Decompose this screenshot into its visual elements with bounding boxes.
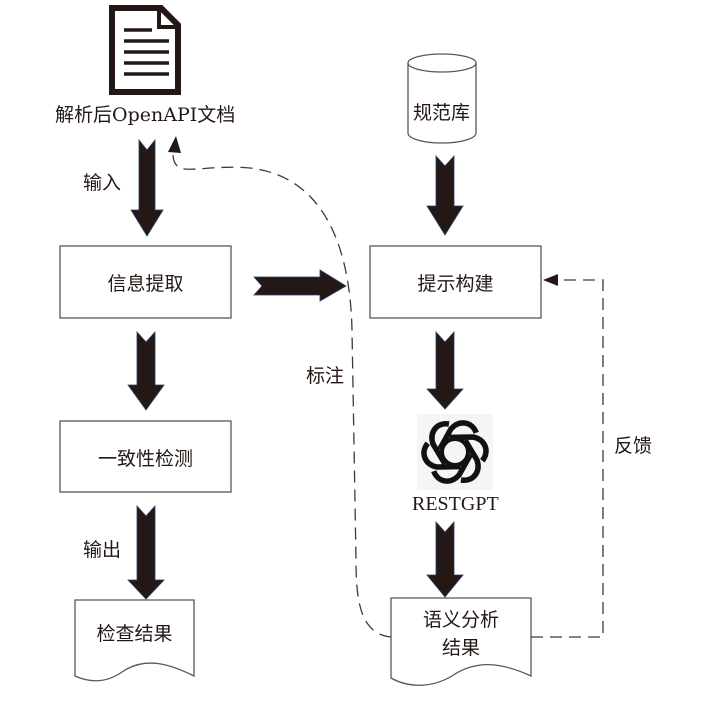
prompt-build-box: [369, 245, 542, 319]
output-edge-label: 输出: [83, 539, 122, 561]
info-extract-label: 信息提取: [107, 273, 184, 295]
semantic-result-label-line2: 结果: [441, 637, 480, 659]
feedback-dashed-line: [531, 279, 604, 638]
annotate-arrowhead: [168, 136, 181, 153]
arrow-extract-to-prompt: [253, 269, 347, 302]
annotate-dashed-line: [172, 145, 392, 638]
arrow-check-to-result: [127, 504, 165, 600]
info-extract-box: [59, 245, 232, 319]
arrow-llm-to-result: [426, 520, 464, 598]
source-doc-label: 解析后OpenAPI文档: [55, 104, 236, 126]
arrow-prompt-to-llm: [426, 330, 464, 410]
arrow-extract-to-check: [127, 330, 165, 411]
semantic-result-label-line1: 语义分析: [422, 609, 499, 631]
semantic-result-doc-shape: [390, 597, 532, 686]
check-result-doc-shape: [74, 599, 195, 682]
consistency-check-label: 一致性检测: [97, 448, 193, 470]
annotate-edge-label: 标注: [306, 365, 345, 387]
document-icon: [109, 5, 181, 95]
prompt-build-label: 提示构建: [417, 273, 494, 295]
feedback-arrowhead: [543, 274, 558, 286]
llm-label: RESTGPT: [412, 493, 499, 515]
arrow-lib-to-prompt: [426, 154, 464, 236]
feedback-edge-label: 反馈: [614, 435, 653, 457]
spec-lib-label: 规范库: [413, 102, 471, 124]
consistency-check-box: [59, 420, 232, 493]
openai-logo-icon: [417, 414, 493, 490]
arrow-doc-to-extract: [130, 138, 164, 237]
spec-library-cylinder: [407, 53, 477, 144]
check-result-label: 检查结果: [96, 623, 173, 645]
input-edge-label: 输入: [83, 172, 122, 194]
